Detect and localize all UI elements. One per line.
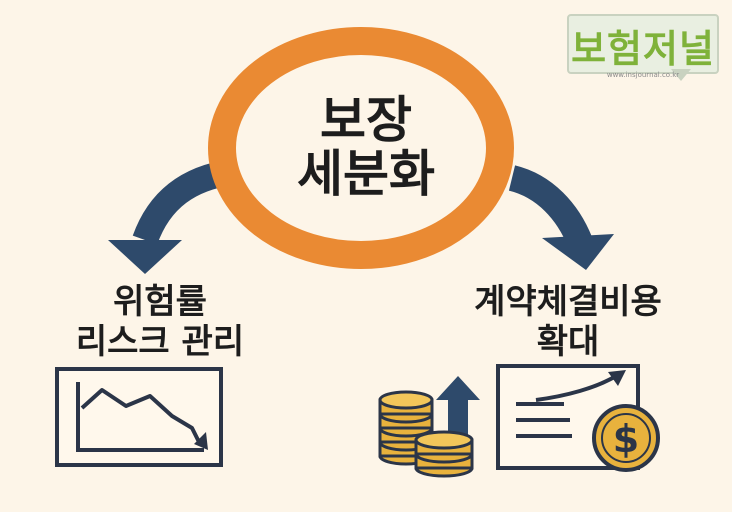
center-title-line1: 보장 [320, 91, 412, 149]
logo: 보험저널 www.insjournal.co.kr [567, 14, 719, 81]
svg-text:$: $ [613, 417, 639, 461]
right-label-line2: 확대 [536, 322, 600, 362]
left-arrowhead-icon [108, 240, 182, 274]
left-label-line2: 리스크 관리 [75, 322, 245, 362]
logo-text: 보험저널 [571, 27, 715, 71]
dollar-coin-icon: $ [592, 404, 660, 472]
logo-box [567, 14, 719, 74]
left-label-line1: 위험률 [113, 282, 207, 322]
logo-url: www.insjournal.co.kr [606, 71, 680, 79]
right-label-line1: 계약체결비용 [474, 282, 662, 322]
cost-increase-illustration: $ [378, 364, 660, 478]
center-title-line2: 세분화 [297, 145, 435, 203]
right-arrowhead-icon [542, 234, 614, 270]
declining-chart-icon [55, 367, 223, 467]
coin-stack-small-icon [414, 430, 474, 478]
right-curved-arrow-icon [508, 165, 593, 248]
logo-speech-tail [671, 69, 691, 81]
